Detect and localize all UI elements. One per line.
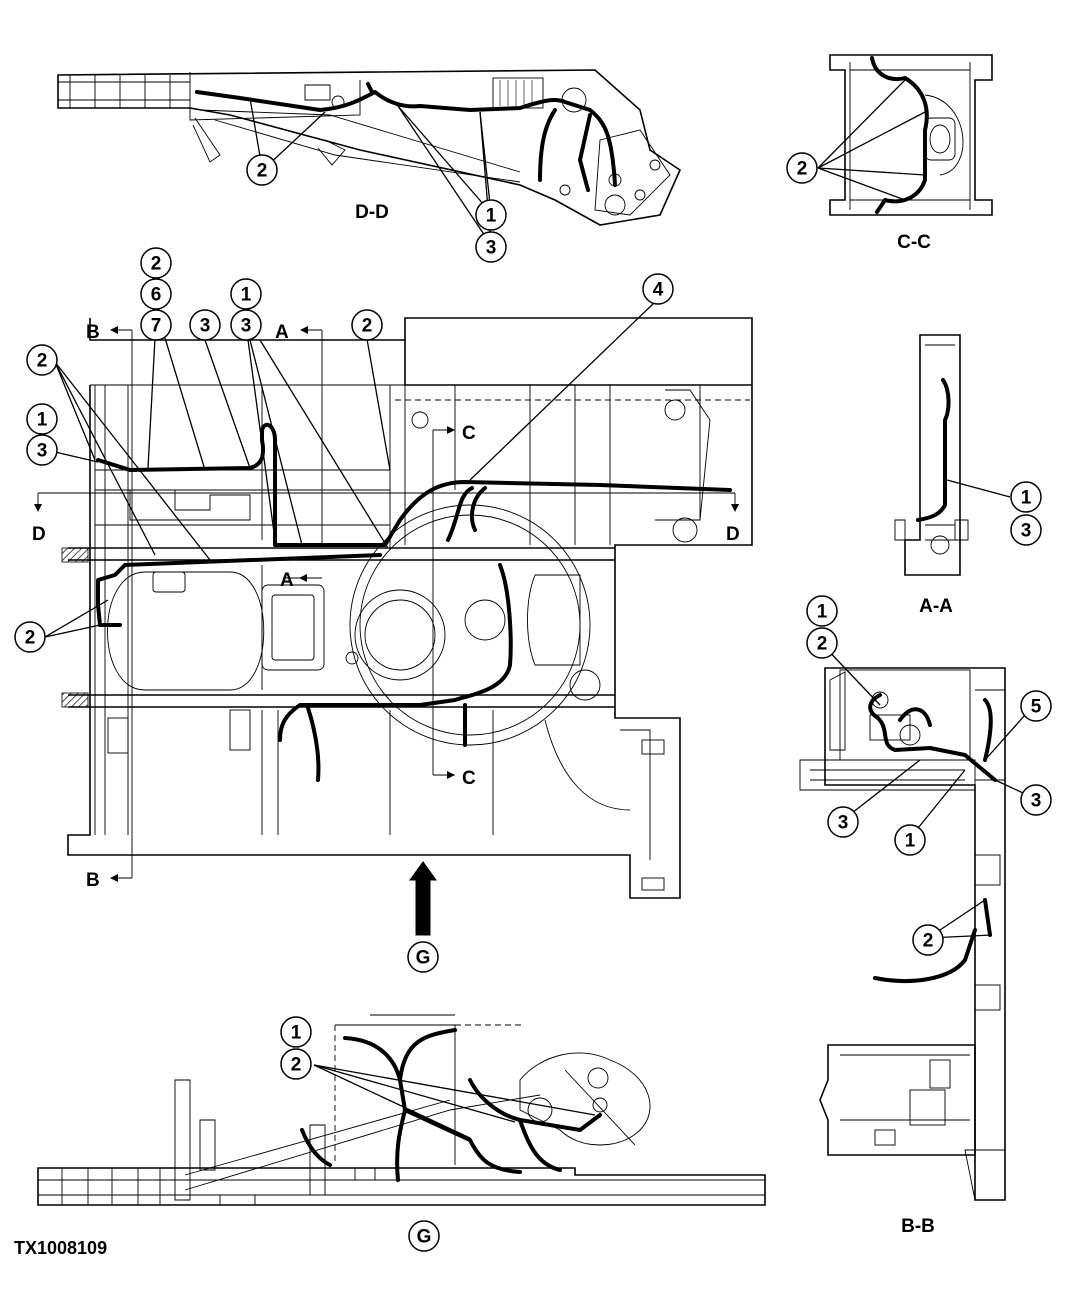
- callout-g-1: 1: [280, 1016, 312, 1048]
- svg-text:3: 3: [486, 238, 497, 259]
- svg-text:3: 3: [241, 316, 252, 337]
- svg-text:2: 2: [797, 159, 808, 180]
- callout-main-2b: 2: [351, 309, 383, 341]
- callout-bb-3a: 3: [827, 806, 859, 838]
- svg-text:2: 2: [25, 628, 36, 649]
- svg-text:3: 3: [838, 813, 849, 834]
- callout-main-2c: 2: [26, 344, 58, 376]
- section-b-bottom: B: [86, 870, 100, 891]
- svg-text:3: 3: [1031, 791, 1042, 812]
- callout-dd-3: 3: [475, 231, 507, 263]
- section-d-left: D: [32, 524, 46, 545]
- callout-bb-1b: 1: [894, 824, 926, 856]
- section-markers: B B A A C C D D: [32, 322, 740, 891]
- svg-text:3: 3: [1021, 521, 1032, 542]
- callout-bb-1a: 1: [806, 595, 838, 627]
- callout-bb-2b: 2: [912, 924, 944, 956]
- section-d-right: D: [726, 524, 740, 545]
- section-b-top: B: [86, 322, 100, 343]
- callout-main-2a: 2: [140, 247, 172, 279]
- svg-text:G: G: [416, 948, 431, 969]
- callouts: 2 1 3 2 2 6 7 3 1 3 2 4 2 1 3 2 G 1 3 1 …: [14, 152, 1052, 1252]
- callout-main-1a: 1: [230, 278, 262, 310]
- svg-text:2: 2: [257, 161, 268, 182]
- svg-text:2: 2: [151, 254, 162, 275]
- section-c-top: C: [462, 423, 476, 444]
- callout-bb-5: 5: [1020, 690, 1052, 722]
- svg-text:1: 1: [1021, 488, 1032, 509]
- svg-text:3: 3: [200, 316, 211, 337]
- view-cc: [817, 54, 993, 216]
- svg-text:2: 2: [817, 634, 828, 655]
- view-dd: [57, 69, 682, 246]
- callout-bb-2a: 2: [806, 627, 838, 659]
- callout-main-3a: 3: [189, 309, 221, 341]
- callout-dd-1: 1: [475, 199, 507, 231]
- svg-text:3: 3: [37, 441, 48, 462]
- section-c-bottom: C: [462, 768, 476, 789]
- callout-main-7: 7: [140, 309, 172, 341]
- callout-main-g: G: [407, 941, 439, 973]
- view-g: [37, 1014, 766, 1206]
- callout-main-3c: 3: [26, 434, 58, 466]
- svg-text:1: 1: [291, 1023, 302, 1044]
- svg-text:G: G: [417, 1227, 432, 1248]
- svg-text:2: 2: [362, 316, 373, 337]
- callout-main-2d: 2: [14, 621, 46, 653]
- view-label-aa: A-A: [919, 596, 953, 617]
- callout-main-6: 6: [140, 278, 172, 310]
- svg-text:1: 1: [37, 410, 48, 431]
- view-aa: [894, 334, 1011, 576]
- svg-text:2: 2: [291, 1055, 302, 1076]
- view-label-cc: C-C: [897, 232, 931, 253]
- callout-bb-3b: 3: [1020, 784, 1052, 816]
- main-plan-view: [37, 301, 753, 936]
- svg-text:1: 1: [486, 206, 497, 227]
- callout-aa-3: 3: [1010, 514, 1042, 546]
- view-labels: D-D C-C A-A B-B: [355, 202, 953, 1237]
- svg-text:6: 6: [151, 285, 162, 306]
- section-a-top: A: [275, 322, 289, 343]
- svg-text:4: 4: [653, 280, 664, 301]
- svg-text:1: 1: [905, 831, 916, 852]
- section-a-mid: A: [280, 570, 294, 591]
- view-label-dd: D-D: [355, 202, 389, 223]
- svg-text:5: 5: [1031, 697, 1042, 718]
- view-label-bb: B-B: [901, 1216, 935, 1237]
- svg-text:1: 1: [241, 285, 252, 306]
- callout-g-2: 2: [280, 1048, 312, 1080]
- figure-id: TX1008109: [14, 1238, 107, 1258]
- callout-main-3b: 3: [230, 309, 262, 341]
- callout-dd-2: 2: [246, 154, 278, 186]
- svg-text:2: 2: [923, 931, 934, 952]
- svg-text:7: 7: [151, 316, 162, 337]
- callout-main-1b: 1: [26, 403, 58, 435]
- callout-main-4: 4: [642, 273, 674, 305]
- svg-text:2: 2: [37, 351, 48, 372]
- callout-aa-1: 1: [1010, 481, 1042, 513]
- svg-text:1: 1: [817, 602, 828, 623]
- callout-cc-2: 2: [786, 152, 818, 184]
- view-bb: [799, 643, 1037, 1201]
- callout-g-g: G: [408, 1220, 440, 1252]
